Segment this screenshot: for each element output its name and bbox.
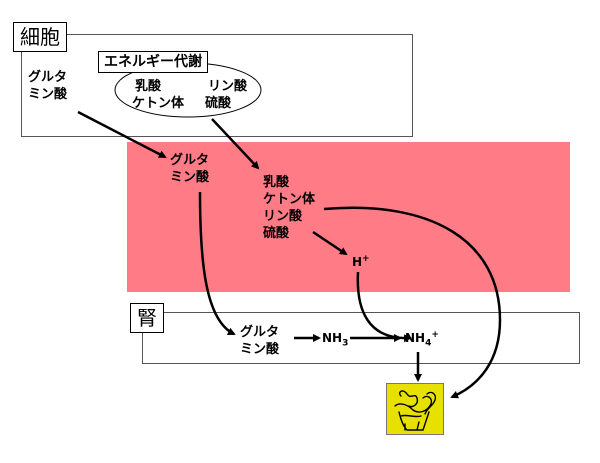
proton-base: H: [352, 255, 363, 269]
cell-glutamine: グルタ ミン酸: [28, 69, 67, 103]
nh3-sub: 3: [342, 338, 349, 349]
blood-glutamine: グルタ ミン酸: [170, 152, 209, 186]
cell-sulfate: 硫酸: [205, 96, 232, 111]
blood-glutamine-line1: グルタ: [170, 153, 210, 168]
blood-phosphate: リン酸: [263, 209, 303, 224]
nh4-sup: +: [431, 330, 439, 340]
kidney-nh3: NH3: [322, 330, 349, 349]
energy-metabolism-label: エネルギー代謝: [98, 51, 208, 73]
cell-glutamine-line1: グルタ: [28, 70, 68, 85]
blood-glutamine-line2: ミン酸: [170, 170, 210, 185]
blood-sulfate: 硫酸: [263, 226, 290, 241]
blood-lactate: 乳酸: [263, 175, 290, 190]
toilet-icon: [386, 383, 444, 435]
nh4-base: NH: [405, 331, 426, 345]
cell-label: 細胞: [13, 22, 67, 52]
blood-proton: H+: [352, 254, 370, 271]
cell-lactate: 乳酸: [135, 79, 162, 94]
blood-acids: 乳酸 ケトン体 リン酸 硫酸: [263, 174, 315, 242]
kidney-glutamine: グルタ ミン酸: [240, 324, 279, 358]
kidney-nh4: NH4+: [405, 330, 439, 348]
kidney-glutamine-line1: グルタ: [240, 325, 280, 340]
cell-phosphate: リン酸: [208, 79, 248, 94]
cell-glutamine-line2: ミン酸: [28, 87, 68, 102]
cell-ketone: ケトン体: [132, 96, 185, 111]
kidney-glutamine-line2: ミン酸: [240, 342, 280, 357]
kidney-label: 腎: [130, 303, 164, 333]
proton-sup: +: [362, 254, 370, 264]
nh3-base: NH: [322, 331, 343, 345]
toilet-drawing: [387, 384, 443, 434]
blood-ketone: ケトン体: [263, 192, 316, 207]
